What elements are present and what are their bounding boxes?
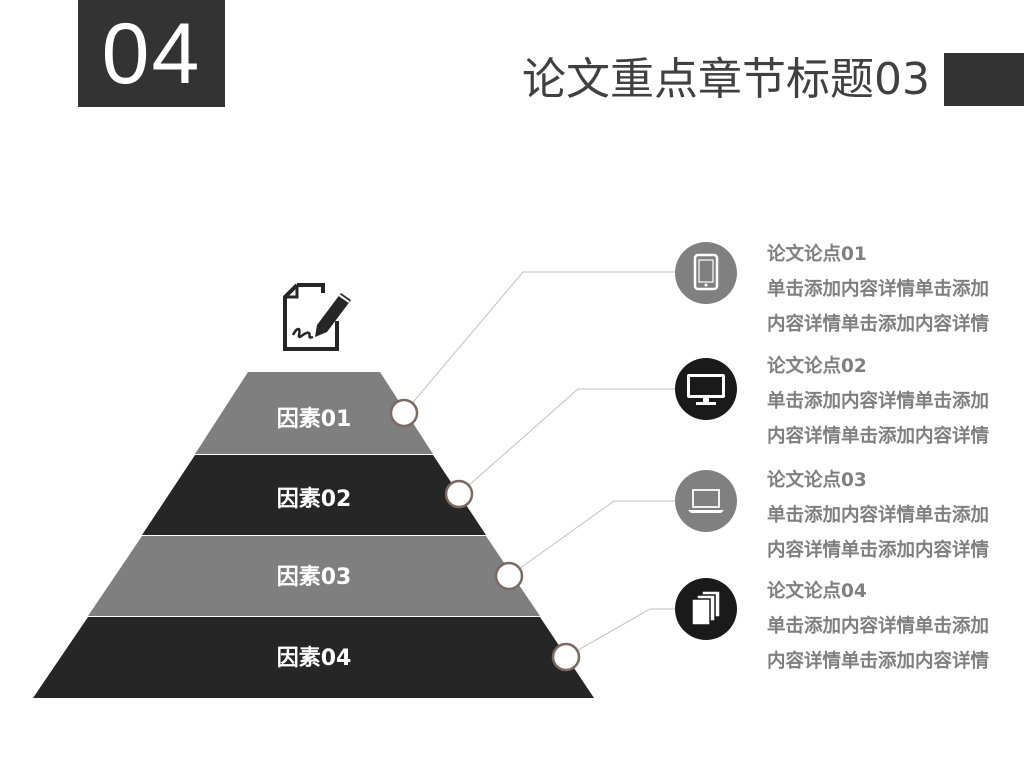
page-title: 论文重点章节标题03: [522, 54, 930, 105]
title-accent-bar: [944, 53, 1024, 106]
layer-label-1: 因素01: [276, 407, 352, 432]
connector-dot-3: [494, 561, 524, 591]
pyramid-layer-1: [195, 372, 433, 454]
pyramid-layer-4: [33, 617, 594, 698]
section-number: 04: [101, 5, 202, 102]
documents-icon: [691, 590, 721, 626]
pyramid-layer-2: [142, 455, 486, 535]
layer-label-3: 因素03: [276, 565, 352, 590]
point-3: 论文论点03 单击添加内容详情单击添加 内容详情单击添加内容详情: [767, 463, 1017, 568]
signature-document-icon: [283, 283, 351, 351]
point-4-line-1: 单击添加内容详情单击添加: [767, 616, 990, 637]
connector-line-2: [458, 388, 678, 495]
monitor-icon: [687, 374, 725, 405]
point-3-title: 论文论点03: [767, 470, 867, 491]
point-4: 论文论点04 单击添加内容详情单击添加 内容详情单击添加内容详情: [767, 574, 1017, 679]
point-2: 论文论点02 单击添加内容详情单击添加 内容详情单击添加内容详情: [767, 349, 1017, 454]
point-1-title: 论文论点01: [767, 244, 867, 265]
connector-dot-4: [551, 642, 581, 672]
connector-line-3: [508, 500, 678, 577]
point-2-icon-circle: [675, 358, 737, 420]
connector-dot-2: [444, 479, 474, 509]
point-3-line-1: 单击添加内容详情单击添加: [767, 505, 990, 526]
point-2-line-1: 单击添加内容详情单击添加: [767, 391, 990, 412]
point-1: 论文论点01 单击添加内容详情单击添加 内容详情单击添加内容详情: [767, 237, 1017, 342]
point-1-line-2: 内容详情单击添加内容详情: [767, 314, 990, 335]
point-2-title: 论文论点02: [767, 356, 867, 377]
point-4-line-2: 内容详情单击添加内容详情: [767, 651, 990, 672]
point-1-icon-circle: [675, 242, 737, 304]
point-3-line-2: 内容详情单击添加内容详情: [767, 540, 990, 561]
section-number-box: 04: [78, 0, 225, 107]
layer-label-4: 因素04: [276, 646, 352, 671]
point-1-line-1: 单击添加内容详情单击添加: [767, 279, 990, 300]
tablet-icon: [693, 253, 719, 291]
point-4-title: 论文论点04: [767, 581, 867, 602]
layer-label-2: 因素02: [276, 487, 352, 512]
point-4-icon-circle: [675, 578, 737, 640]
connector-dot-1: [389, 398, 419, 428]
connector-line-1: [403, 271, 678, 414]
pyramid-layer-3: [88, 536, 540, 616]
point-2-line-2: 内容详情单击添加内容详情: [767, 426, 990, 447]
point-3-icon-circle: [675, 470, 737, 532]
connector-line-4: [565, 608, 678, 658]
laptop-icon: [688, 489, 724, 513]
